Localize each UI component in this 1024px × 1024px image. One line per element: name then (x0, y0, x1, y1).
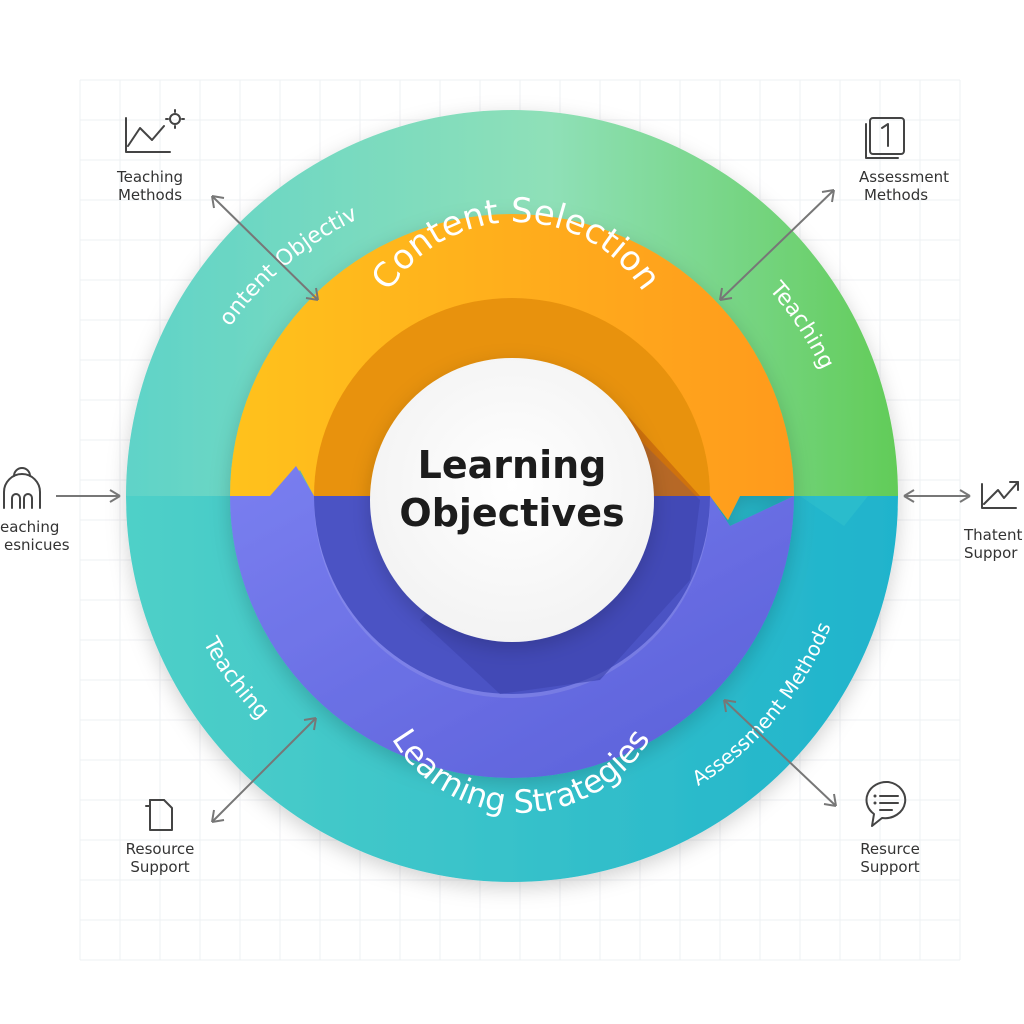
side-item-content-support: Thatent Suppor (963, 481, 1022, 562)
side-item-assessment-methods: Assessment Methods (859, 117, 949, 204)
arrowhead-br-b (823, 793, 837, 807)
center-circle (370, 358, 654, 642)
side-label-line2: Support (130, 858, 189, 876)
arrow-bottom-right (723, 699, 837, 807)
document-icon (145, 799, 173, 831)
side-label-line2: Support (860, 858, 919, 876)
arrow-top-right (719, 189, 835, 301)
arrowhead-mr-b (959, 489, 971, 503)
side-label-line1: Resurce (860, 840, 920, 858)
arrowhead-ml (109, 489, 121, 503)
arrow-bottom-left (211, 717, 317, 823)
side-label-line2: Suppor (964, 544, 1018, 562)
arrowhead-bl-a (211, 809, 225, 823)
arrow-top-left (211, 195, 319, 301)
side-label-line1: eaching (0, 518, 59, 536)
document-number-icon (865, 117, 905, 159)
arrowhead-tr-a (821, 189, 835, 203)
side-label-line1: Assessment (859, 168, 949, 186)
arrowhead-tr-b (719, 287, 733, 301)
arrowhead-mr-a (903, 489, 915, 503)
side-label-line1: Thatent (963, 526, 1022, 544)
arrowhead-br-a (723, 699, 737, 713)
side-item-resource-support-right: Resurce Support (860, 780, 920, 876)
side-item-resource-support-left: Resource Support (126, 799, 195, 876)
side-label-line2: esnicues (4, 536, 70, 554)
side-label-line1: Teaching (116, 168, 183, 186)
trend-arrow-icon (981, 481, 1019, 509)
chart-gear-icon (125, 109, 185, 153)
arrowhead-bl-b (303, 717, 317, 731)
arrowhead-tl-a (211, 195, 225, 209)
side-item-teaching-methods: Teaching Methods (116, 109, 185, 204)
outer-ring-notch (800, 496, 868, 526)
center-label-line2: Objectives (399, 491, 624, 535)
center-label-line1: Learning (418, 443, 607, 487)
puzzle-head-icon (3, 467, 41, 509)
side-label-line2: Methods (118, 186, 182, 204)
speech-bubble-icon (865, 780, 907, 827)
arrowhead-tl-b (305, 287, 319, 301)
side-item-teaching-resources: eaching esnicues (0, 467, 70, 554)
side-label-line1: Resource (126, 840, 195, 858)
side-label-line2: Methods (864, 186, 928, 204)
connector-arrows (56, 189, 971, 823)
